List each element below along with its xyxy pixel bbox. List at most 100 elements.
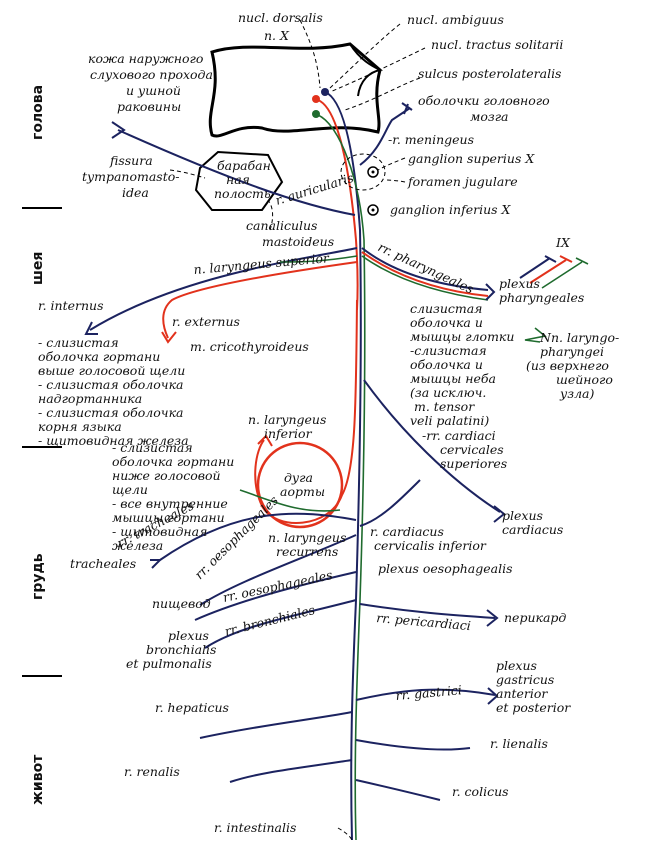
label-tympanum-1: ная — [226, 172, 250, 187]
label-pharynx-target-2: мышцы глотки — [410, 329, 514, 344]
superior-laryngeal-green — [279, 255, 358, 263]
label-inferior-1: inferior — [264, 426, 313, 441]
vagus-trunk-parasympathetic — [317, 114, 366, 841]
label-recurrens-1: recurrens — [276, 544, 338, 559]
label-laryngopharyngei-3: шейного — [556, 372, 613, 387]
label-lienalis: r. lienalis — [490, 736, 548, 751]
pharyngeal-ending — [485, 283, 496, 301]
label-recurrens-0: n. laryngeus — [268, 530, 346, 545]
label-auricularis: r. auricularis — [273, 170, 355, 208]
laryngopharyngei-ending — [524, 327, 547, 343]
recurrent-red — [254, 299, 358, 524]
label-cardiaci-sup-1: cervicales — [440, 442, 504, 457]
aortic-arch — [256, 441, 344, 529]
intestinal-pointer — [337, 827, 353, 841]
ix-navy — [519, 255, 557, 279]
label-internus-target-7: - щитовидная железа — [38, 433, 189, 448]
nucleus-solitarius-dot — [321, 88, 329, 96]
label-bronchiales: rr. bronchiales — [223, 602, 316, 639]
nucleus-dorsalis-dot — [312, 110, 320, 118]
label-plexus-gastr-1: gastricus — [496, 672, 554, 687]
ix-green — [541, 257, 589, 289]
label-internus-target-6: корня языка — [38, 419, 122, 434]
label-tympanum-2: полость — [214, 186, 271, 201]
label-skin-2: и ушной — [126, 83, 181, 98]
auricular-ending — [111, 121, 126, 139]
auricular-branch — [117, 129, 356, 216]
label-plexus-bronch-0: plexus — [168, 628, 209, 643]
label-cardiaci-sup-2: superiores — [440, 456, 507, 471]
renal-branch — [229, 759, 353, 783]
label-inf-target-5: мышцы гортани — [112, 510, 225, 525]
pericardial-ending — [486, 609, 499, 627]
label-inf-target-6: - щитовидная — [112, 524, 207, 539]
inferior-laryngeal-ending — [257, 434, 273, 447]
label-plexus-card-1: cardiacus — [502, 522, 563, 537]
label-gsup: ganglion superius X — [408, 151, 535, 166]
label-crico: m. cricothyroideus — [190, 339, 309, 354]
label-plexus-gastr-0: plexus — [496, 658, 537, 673]
hepatic-branch — [199, 711, 353, 739]
label-inf-target-3: щели — [112, 482, 148, 497]
label-nucl-solitarii: nucl. tractus solitarii — [431, 37, 563, 52]
label-gastrici: rr. gastrici — [395, 682, 462, 703]
label-tracheales-end: tracheales — [70, 556, 136, 571]
foramen-jugulare — [340, 153, 386, 191]
label-plexus-bronch-2: et pulmonalis — [126, 656, 212, 671]
label-internus-target-2: выше голосовой щели — [38, 363, 185, 378]
label-plexus-bronch-1: bronchialis — [146, 642, 216, 657]
label-externus: r. externus — [172, 314, 240, 329]
label-plexus-card-0: plexus — [502, 508, 543, 523]
label-pericardiaci: rr. pericardiaci — [376, 610, 472, 633]
pharyngeal-navy — [361, 247, 489, 291]
label-pharynx-target-6: (за исключ. — [410, 385, 486, 400]
superior-laryngeal-nerve — [89, 247, 358, 331]
label-laryngopharyngei-0: Nn. laryngo- — [539, 330, 619, 345]
label-pharynx-target-3: -слизистая — [410, 343, 487, 358]
vagus-trunk-sensory — [324, 91, 362, 841]
external-ending — [161, 331, 177, 344]
meningeal-branch — [359, 107, 411, 166]
label-pharynx-target-7: m. tensor — [414, 399, 475, 414]
label-cardiaci-sup-0: -rr. cardiaci — [422, 428, 496, 443]
label-inf-target-4: - все внутренние — [112, 496, 228, 511]
pointer-solitarii — [329, 47, 426, 93]
oesoph-branch-2 — [194, 571, 357, 621]
label-aorta-1: аорты — [280, 484, 325, 499]
label-tympanum-0: барабан — [217, 158, 271, 173]
label-hepaticus: r. hepaticus — [155, 700, 229, 715]
label-fissura-1: tympanomasto- — [82, 169, 179, 184]
region-labels: голова шея грудь живот — [22, 85, 62, 805]
pointer-dorsalis — [299, 19, 321, 89]
pointer-gsup — [377, 157, 406, 171]
bronchial-branch — [204, 599, 357, 649]
label-plexus-ph-1: pharyngeales — [499, 290, 584, 305]
pointer-canaliculus — [267, 199, 274, 231]
label-canaliculus-1: mastoideus — [262, 234, 334, 249]
label-ginf: ganglion inferius X — [390, 202, 512, 217]
label-pharynx-target-5: мышцы неба — [410, 371, 496, 386]
label-skin-3: раковины — [117, 99, 181, 114]
label-meninges-0: оболочки головного — [418, 93, 550, 108]
label-pharyngeales: rr. pharyngeales — [376, 239, 476, 296]
external-branch — [162, 261, 358, 339]
label-plexus-oes: plexus oesophagealis — [378, 561, 513, 576]
label-nx: n. X — [264, 28, 290, 43]
gastric-branch — [355, 688, 496, 701]
label-sulcus: sulcus posterolateralis — [418, 66, 561, 81]
label-nucl-ambiguus: nucl. ambiguus — [407, 12, 504, 27]
region-abdomen: живот — [30, 754, 46, 805]
label-internus-target-0: - слизистая — [38, 335, 119, 350]
pointer-fissura — [169, 169, 206, 179]
label-canaliculus-0: canaliculus — [246, 218, 317, 233]
label-cardiacus-inf-0: r. cardiacus — [370, 524, 444, 539]
label-laryngopharyngei-1: pharyngei — [540, 344, 604, 359]
label-cardiacus-inf-1: cervicalis inferior — [374, 538, 487, 553]
cardiac-superior-branch — [363, 379, 501, 513]
label-perikard: перикард — [504, 610, 566, 625]
label-oesoph-2: rr. oesophageales — [222, 567, 334, 605]
label-internus-target-1: оболочка гортани — [38, 349, 160, 364]
label-fissura-0: fissura — [109, 153, 153, 168]
label-aorta-0: дуга — [284, 470, 313, 485]
